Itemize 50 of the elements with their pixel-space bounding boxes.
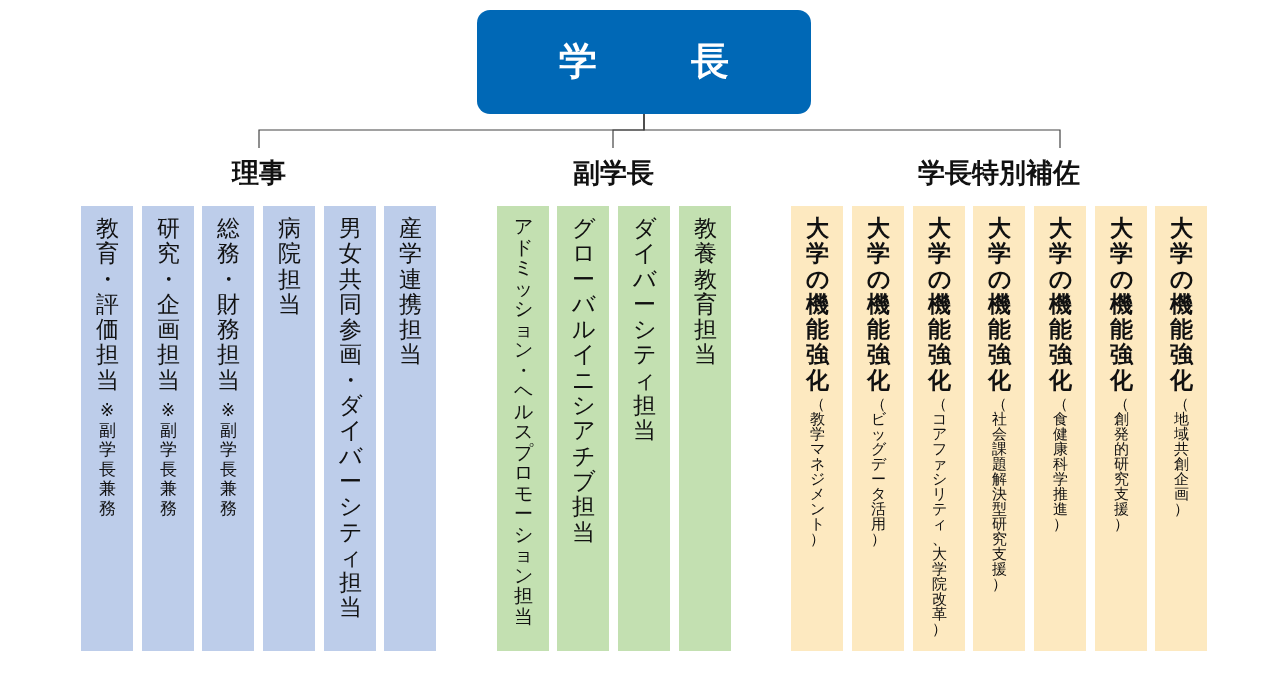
role-text: グローバルイニシアチブ担当 xyxy=(571,216,595,545)
role-detail: （社会課題解決型研究支援） xyxy=(991,397,1007,593)
role-title: 大学の機能強化 xyxy=(805,216,829,394)
role-column xyxy=(497,206,549,651)
role-text: 教養教育担当 xyxy=(693,216,717,368)
role-column xyxy=(1155,206,1207,651)
concurrent-post-note: ※副学長兼務 xyxy=(98,401,116,519)
role-column xyxy=(852,206,904,651)
role-column xyxy=(557,206,609,651)
role-detail: （地域共創企画） xyxy=(1173,397,1189,518)
role-title: 大学の機能強化 xyxy=(866,216,890,394)
group-heading: 副学長 xyxy=(572,148,654,198)
role-title: 大学の機能強化 xyxy=(927,216,951,394)
role-column xyxy=(263,206,315,651)
role-column xyxy=(913,206,965,651)
role-text: アドミッション・ヘルスプロモーション担当 xyxy=(513,216,533,627)
role-column xyxy=(1095,206,1147,651)
role-column xyxy=(324,206,376,651)
role-text: ダイバーシティ担当 xyxy=(632,216,656,444)
role-detail: （食健康科学推進） xyxy=(1052,397,1068,533)
role-column xyxy=(81,206,133,651)
concurrent-post-note: ※副学長兼務 xyxy=(159,401,177,519)
role-text: 研究・企画担当 xyxy=(156,216,180,394)
connector-line xyxy=(643,113,1061,149)
role-title: 大学の機能強化 xyxy=(987,216,1011,394)
concurrent-post-note: ※副学長兼務 xyxy=(219,401,237,519)
head-box xyxy=(477,10,811,114)
role-column xyxy=(679,206,731,651)
group-heading: 学長特別補佐 xyxy=(918,148,1080,198)
role-detail: （創発的研究支援） xyxy=(1113,397,1129,533)
role-column xyxy=(142,206,194,651)
role-column xyxy=(202,206,254,651)
role-text: 病院担当 xyxy=(277,216,301,318)
role-title: 大学の機能強化 xyxy=(1109,216,1133,394)
role-detail: （教学マネジメント） xyxy=(809,397,825,548)
role-title: 大学の機能強化 xyxy=(1169,216,1193,394)
role-column xyxy=(973,206,1025,651)
role-text: 男女共同参画・ダイバーシティ担当 xyxy=(338,216,362,621)
role-column xyxy=(1034,206,1086,651)
role-column xyxy=(618,206,670,651)
role-detail: （ビッグデータ活用） xyxy=(870,397,886,548)
role-detail: （コアファシリティ、大学院改革） xyxy=(931,397,947,638)
role-column xyxy=(384,206,436,651)
role-text: 教育・評価担当 xyxy=(95,216,119,394)
role-text: 産学連携担当 xyxy=(398,216,422,368)
role-column xyxy=(791,206,843,651)
role-text: 総務・財務担当 xyxy=(216,216,240,394)
role-title: 大学の機能強化 xyxy=(1048,216,1072,394)
group-heading: 理事 xyxy=(232,148,286,198)
title-text: 学 長 xyxy=(559,41,757,83)
